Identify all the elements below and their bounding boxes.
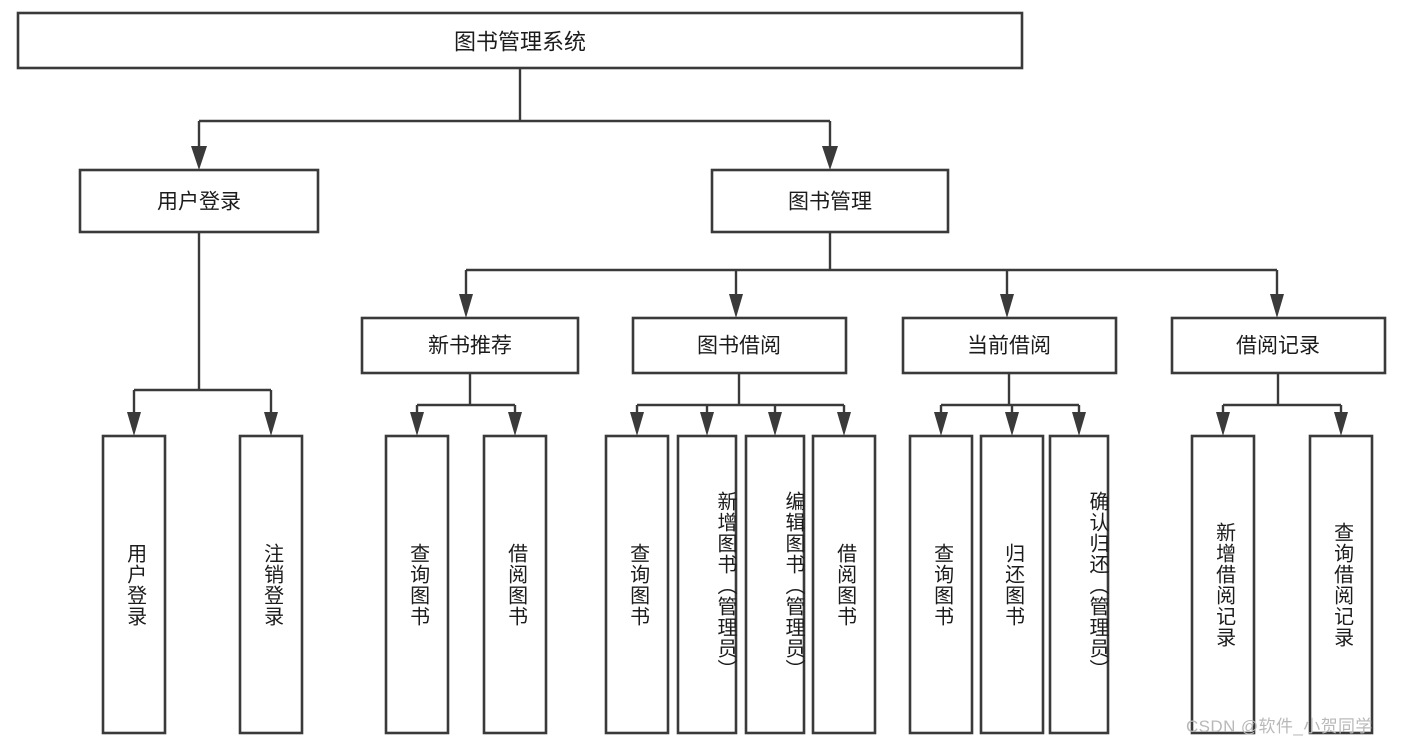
connector-layer — [127, 68, 1348, 436]
node-borrow-label: 图书借阅 — [697, 335, 781, 358]
node-leaf-return-book-box[interactable] — [979, 434, 1045, 735]
node-leaf-user-logout-box[interactable] — [238, 434, 304, 735]
node-newbook-label: 新书推荐 — [428, 335, 512, 358]
leaf-box-layer — [101, 434, 1374, 735]
arrowhead-records — [1270, 294, 1284, 318]
node-leaf-add-record-box[interactable] — [1190, 434, 1256, 735]
arrowhead-bookmgmt — [822, 146, 838, 170]
node-borrow[interactable]: 图书借阅 — [631, 316, 848, 375]
node-bookmgmt[interactable]: 图书管理 — [710, 168, 950, 234]
node-leaf-borrow-book-1-box[interactable] — [482, 434, 548, 735]
arrowhead-borrow — [729, 294, 743, 318]
node-root-label: 图书管理系统 — [454, 30, 586, 55]
arrowhead-leaf-add-book — [700, 412, 714, 436]
arrowhead-leaf-query-book-1 — [410, 412, 424, 436]
node-newbook-box[interactable] — [360, 316, 580, 375]
node-current-label: 当前借阅 — [967, 335, 1051, 358]
node-leaf-query-book-1-box[interactable] — [384, 434, 450, 735]
node-login-label: 用户登录 — [157, 191, 241, 214]
node-current[interactable]: 当前借阅 — [901, 316, 1118, 375]
node-bookmgmt-box[interactable] — [710, 168, 950, 234]
node-leaf-user-login-box[interactable] — [101, 434, 167, 735]
node-leaf-confirm-return-box[interactable] — [1048, 434, 1110, 735]
node-leaf-query-book-2-box[interactable] — [604, 434, 670, 735]
node-root[interactable]: 图书管理系统 — [16, 11, 1024, 70]
csdn-watermark: CSDN @软件_小贺同学 — [1186, 717, 1373, 736]
node-newbook[interactable]: 新书推荐 — [360, 316, 580, 375]
arrowhead-leaf-query-book-2 — [630, 412, 644, 436]
node-leaf-add-book-box[interactable] — [676, 434, 738, 735]
arrowhead-leaf-query-book-3 — [934, 412, 948, 436]
arrowhead-newbook — [459, 294, 473, 318]
node-leaf-borrow-book-2-box[interactable] — [811, 434, 877, 735]
arrowhead-current — [1000, 294, 1014, 318]
arrowhead-leaf-borrow-book-2 — [837, 412, 851, 436]
node-login[interactable]: 用户登录 — [78, 168, 320, 234]
arrowhead-leaf-return-book — [1005, 412, 1019, 436]
arrowhead-leaf-query-record — [1334, 412, 1348, 436]
arrowhead-login — [191, 146, 207, 170]
arrowhead-leaf-borrow-book-1 — [508, 412, 522, 436]
node-borrow-box[interactable] — [631, 316, 848, 375]
node-leaf-edit-book-box[interactable] — [744, 434, 806, 735]
node-bookmgmt-label: 图书管理 — [788, 191, 872, 214]
arrowhead-leaf-edit-book — [768, 412, 782, 436]
node-login-box[interactable] — [78, 168, 320, 234]
node-records-box[interactable] — [1170, 316, 1387, 375]
node-current-box[interactable] — [901, 316, 1118, 375]
arrowhead-leaf-confirm-return — [1072, 412, 1086, 436]
node-records-label: 借阅记录 — [1236, 335, 1320, 358]
node-root-box[interactable] — [16, 11, 1024, 70]
node-records[interactable]: 借阅记录 — [1170, 316, 1387, 375]
arrowhead-leaf-user-logout — [264, 412, 278, 436]
node-leaf-query-book-3-box[interactable] — [908, 434, 974, 735]
arrowhead-leaf-user-login — [127, 412, 141, 436]
node-leaf-query-record-box[interactable] — [1308, 434, 1374, 735]
arrowhead-leaf-add-record — [1216, 412, 1230, 436]
